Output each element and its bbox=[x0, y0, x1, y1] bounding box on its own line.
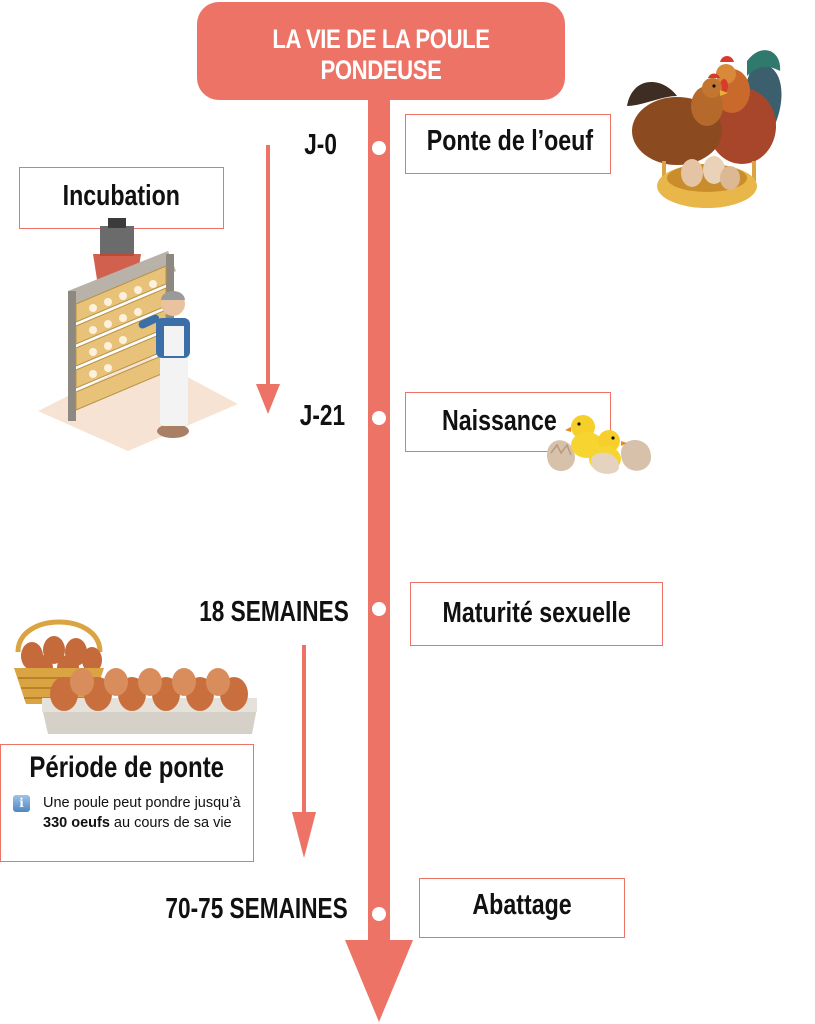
time-label-j0: J-0 bbox=[304, 129, 337, 161]
event-box-maturite-sexuelle: Maturité sexuelle bbox=[410, 582, 663, 646]
time-label-j21: J-21 bbox=[299, 400, 345, 432]
timeline-axis bbox=[368, 98, 390, 944]
info-icon: i bbox=[13, 795, 30, 812]
time-label-70-75-semaines: 70-75 SEMAINES bbox=[165, 893, 348, 925]
timeline-dot-j21 bbox=[369, 408, 389, 428]
periode-de-ponte-info: Une poule peut pondre jusqu’à 330 oeufs … bbox=[43, 795, 241, 831]
timeline-dot-j0 bbox=[369, 138, 389, 158]
laying-arrow-line bbox=[302, 645, 306, 815]
incubation-arrow-line bbox=[266, 145, 270, 385]
event-box-abattage: Abattage bbox=[419, 878, 625, 938]
laying-arrow-head bbox=[292, 812, 316, 858]
page-title: LA VIE DE LA POULE PONDEUSE bbox=[272, 24, 490, 85]
phase-box-periode-de-ponte: Période de ponte i Une poule peut pondre… bbox=[0, 744, 254, 862]
incubation-arrow-head bbox=[256, 384, 280, 414]
title-banner: LA VIE DE LA POULE PONDEUSE bbox=[197, 2, 565, 100]
phase-box-incubation: Incubation bbox=[19, 167, 224, 229]
chicks-illustration bbox=[547, 415, 651, 474]
event-box-ponte-oeuf: Ponte de l’oeuf bbox=[405, 114, 611, 174]
periode-de-ponte-title: Période de ponte bbox=[29, 751, 225, 784]
timeline-arrow-head bbox=[345, 940, 413, 1022]
timeline-dot-70-75-semaines bbox=[369, 904, 389, 924]
timeline-dot-18-semaines bbox=[369, 599, 389, 619]
time-label-18-semaines: 18 SEMAINES bbox=[199, 596, 349, 628]
eggs-illustration bbox=[14, 619, 257, 734]
hens-nest-illustration bbox=[627, 50, 782, 208]
incubator-illustration bbox=[38, 218, 238, 451]
